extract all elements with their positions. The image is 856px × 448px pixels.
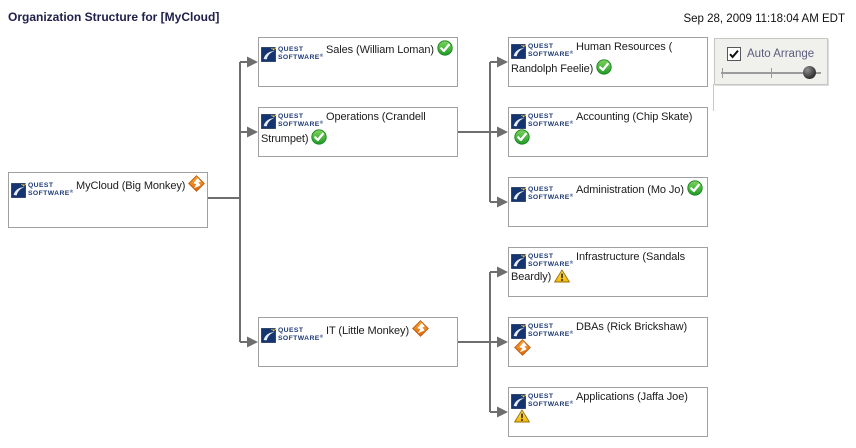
node-label: Administration (Mo Jo) <box>576 184 684 196</box>
auto-arrange-label: Auto Arrange <box>747 47 815 60</box>
node-label: IT (Little Monkey) <box>326 325 410 337</box>
node-label: Infrastructure (Sandals Beardly) <box>511 251 686 284</box>
timestamp: Sep 28, 2009 11:18:04 AM EDT <box>683 13 845 25</box>
quest-swoosh-icon <box>261 47 277 62</box>
node-label: Accounting (Chip Skate) <box>576 111 693 123</box>
status-normal-icon <box>514 129 530 145</box>
quest-swoosh-icon <box>511 114 527 129</box>
node-label: MyCloud (Big Monkey) <box>76 180 186 192</box>
quest-swoosh-icon <box>11 183 27 198</box>
auto-arrange-panel: Auto Arrange <box>714 38 828 85</box>
pane-divider <box>713 84 714 111</box>
status-normal-icon <box>596 59 612 75</box>
status-normal-icon <box>687 180 703 196</box>
status-critical-icon <box>412 320 429 337</box>
quest-swoosh-icon <box>261 114 277 129</box>
status-warning-icon <box>514 409 530 423</box>
node-label: Sales (William Loman) <box>326 44 434 56</box>
node-label: Operations (Crandell Strumpet) <box>261 111 426 146</box>
status-normal-icon <box>437 40 453 56</box>
quest-swoosh-icon <box>261 328 277 343</box>
zoom-slider-thumb[interactable] <box>803 66 816 79</box>
quest-swoosh-icon <box>511 394 527 409</box>
zoom-slider[interactable] <box>721 65 821 81</box>
auto-arrange-checkbox[interactable] <box>727 46 741 61</box>
check-icon <box>729 49 739 59</box>
quest-logo-text-1: QUEST <box>28 181 54 189</box>
status-critical-icon <box>188 175 206 192</box>
quest-logo-text-2: SOFTWARE® <box>28 189 74 198</box>
node-label: Applications (Jaffa Joe) <box>576 391 688 403</box>
quest-swoosh-icon <box>511 254 527 269</box>
page-title: Organization Structure for [MyCloud] <box>8 10 220 24</box>
status-normal-icon <box>311 129 328 145</box>
quest-swoosh-icon <box>511 187 527 202</box>
node-label: DBAs (Rick Brickshaw) <box>576 321 688 333</box>
quest-swoosh-icon <box>511 44 527 59</box>
node-label: Human Resources ( Randolph Feelie) <box>511 41 673 76</box>
status-warning-icon <box>554 269 571 283</box>
status-critical-icon <box>514 339 531 356</box>
quest-swoosh-icon <box>511 324 527 339</box>
